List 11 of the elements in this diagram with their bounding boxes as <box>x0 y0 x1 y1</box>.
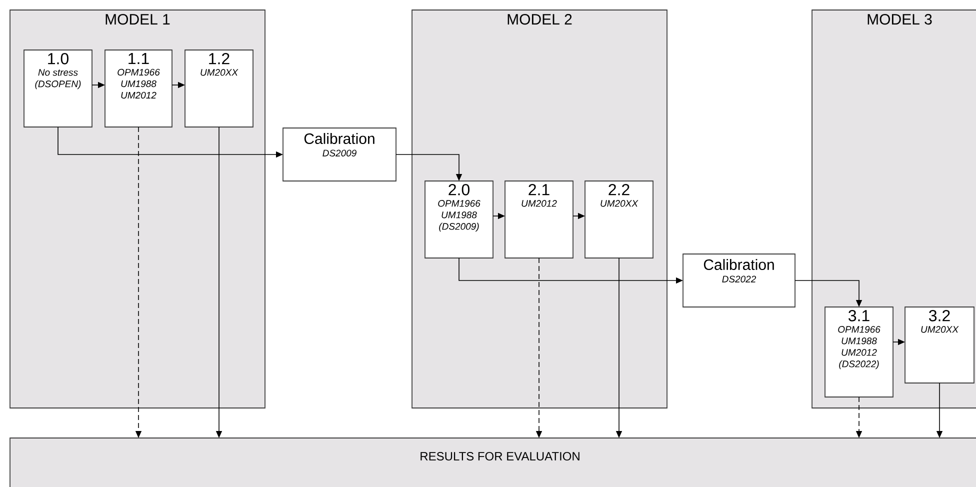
model-box: 1.2 UM20XX <box>184 50 254 128</box>
model-box: 1.0 No stress (DSOPEN) <box>24 50 92 128</box>
model-box: 2.2 UM20XX <box>584 180 654 258</box>
model-box: 1.1 OPM1966 UM1988 UM2012 <box>104 50 172 128</box>
model-box: 3.1 OPM1966 UM1988 UM2012 (DS2022) <box>824 306 894 398</box>
model-box: 2.1 UM2012 <box>504 180 574 258</box>
calibration-box: Calibration DS2009 <box>282 128 396 182</box>
model-box: 2.0 OPM1966 UM1988 (DS2009) <box>424 180 494 258</box>
model-box: 3.2 UM20XX <box>904 306 974 384</box>
calibration-box: Calibration DS2022 <box>682 254 796 308</box>
results-bar: RESULTS FOR EVALUATION <box>10 438 976 487</box>
